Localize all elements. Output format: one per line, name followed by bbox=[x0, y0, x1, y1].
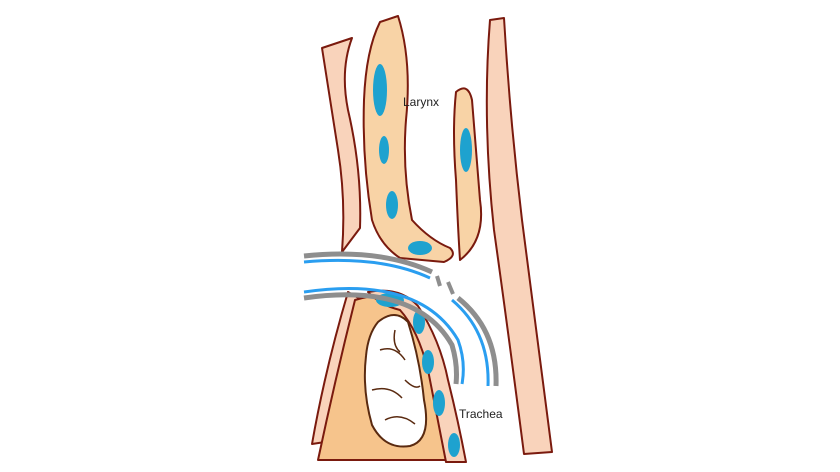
trachea-label: Trachea bbox=[459, 407, 503, 421]
trachea-lining bbox=[367, 289, 467, 463]
larynx-label: Larynx bbox=[403, 95, 440, 109]
larynx-structure bbox=[362, 15, 454, 263]
anterior-neck-tissue-upper bbox=[321, 37, 362, 253]
arytenoid-structure bbox=[453, 87, 483, 261]
endotracheal-tube bbox=[303, 251, 499, 387]
thyroid-mass bbox=[363, 314, 428, 448]
posterior-tissue bbox=[485, 17, 553, 455]
